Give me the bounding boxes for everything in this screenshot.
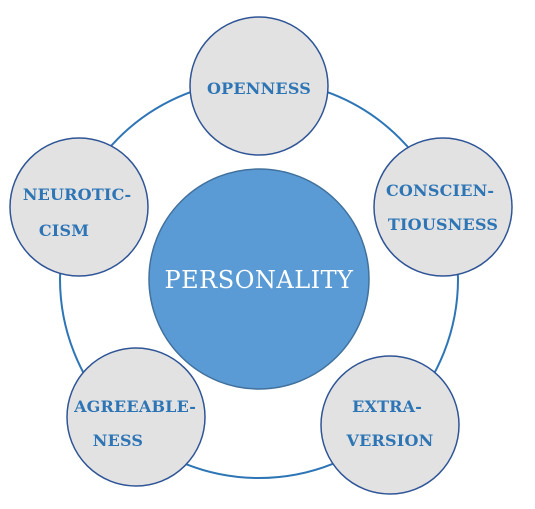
center-circle (148, 168, 370, 390)
trait-node-extraversion: EXTRA- VERSION (320, 355, 460, 495)
trait-node-neuroticism: NEUROTIC- CISM (9, 137, 149, 277)
trait-label-conscientiousness: CONSCIEN- TIOUSNESS (386, 181, 500, 234)
trait-circle-conscientiousness (373, 137, 513, 277)
trait-label-extraversion: EXTRA- VERSION (346, 397, 434, 450)
trait-label-agreeableness: AGREEABLE- NESS (73, 397, 202, 450)
center-node: PERSONALITY (148, 168, 370, 390)
trait-label-line: CONSCIEN- (386, 181, 494, 200)
trait-label-line: VERSION (346, 431, 434, 450)
center-label: PERSONALITY (165, 266, 355, 294)
trait-circle-extraversion (320, 355, 460, 495)
trait-circle-neuroticism (9, 137, 149, 277)
trait-label-line: AGREEABLE- (73, 397, 196, 416)
trait-label-neuroticism: NEUROTIC- CISM (23, 185, 137, 240)
trait-label-openness: OPENNESS (207, 79, 311, 98)
trait-circle-agreeableness (66, 347, 206, 487)
trait-label-line: OPENNESS (207, 79, 311, 98)
trait-label-line: TIOUSNESS (388, 215, 498, 234)
trait-node-openness: OPENNESS (189, 16, 329, 156)
trait-node-agreeableness: AGREEABLE- NESS (66, 347, 206, 487)
trait-label-line: NESS (93, 431, 143, 450)
trait-label-line: EXTRA- (352, 397, 422, 416)
trait-label-line: NEUROTIC- (23, 185, 132, 204)
trait-label-line: CISM (39, 221, 89, 240)
trait-circle-openness (189, 16, 329, 156)
trait-node-conscientiousness: CONSCIEN- TIOUSNESS (373, 137, 513, 277)
